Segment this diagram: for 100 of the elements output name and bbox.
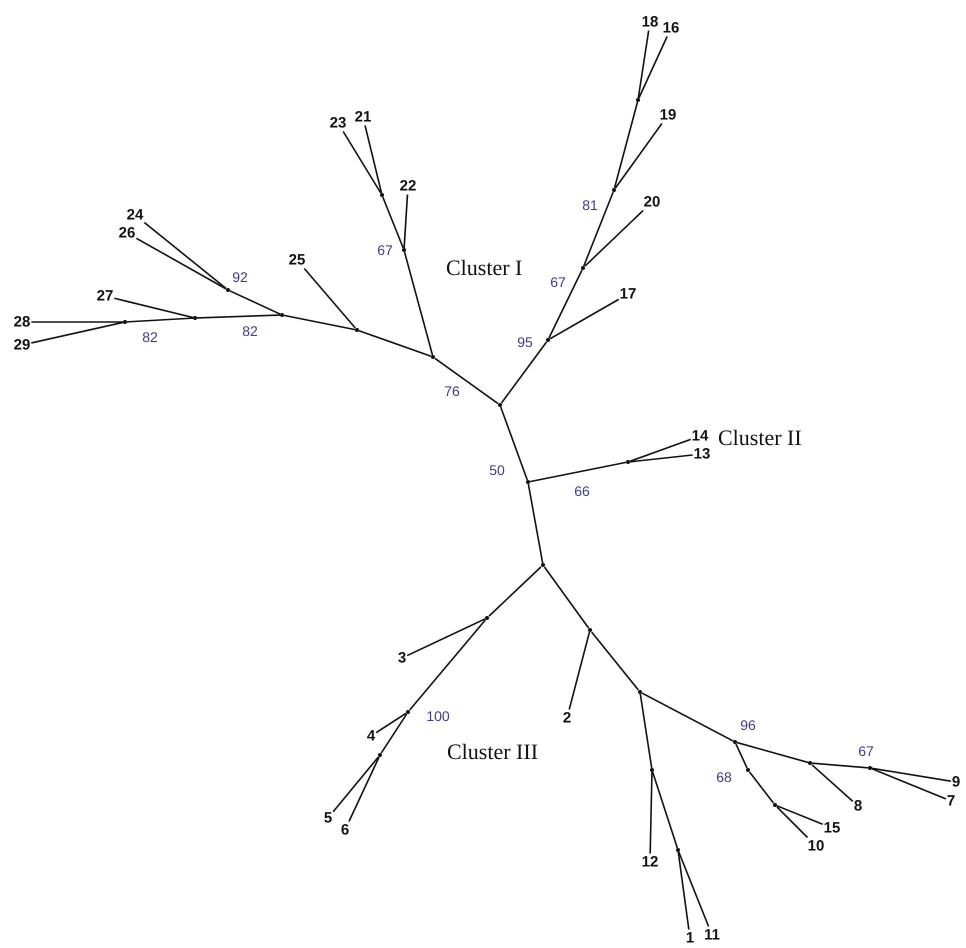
bootstrap-value: 82 [142, 330, 158, 344]
branch-line [114, 298, 194, 318]
leaf-label: 2 [562, 710, 572, 726]
branch-point [431, 355, 435, 359]
branch-line [196, 314, 280, 319]
branch-point [868, 766, 872, 770]
branch-line [652, 772, 678, 848]
branch-point [526, 480, 530, 484]
bootstrap-value: 76 [444, 384, 460, 398]
bootstrap-value: 100 [426, 709, 450, 723]
branch-point [406, 710, 410, 714]
leaf-label: 24 [126, 208, 144, 222]
branch-line [136, 238, 226, 290]
bootstrap-value: 68 [716, 770, 732, 784]
bootstrap-value: 67 [858, 744, 874, 758]
branch-line [677, 852, 690, 930]
branch-line [31, 321, 123, 323]
bootstrap-value: 95 [517, 335, 533, 349]
branch-line [144, 222, 226, 289]
leaf-label: 3 [398, 650, 406, 666]
leaf-label: 9 [952, 774, 960, 790]
branch-line [500, 406, 528, 480]
branch-line [811, 764, 854, 802]
cluster-label: Cluster III [447, 741, 538, 763]
bootstrap-value: 96 [740, 718, 756, 732]
leaf-label: 4 [366, 728, 376, 744]
leaf-label: 16 [662, 20, 680, 36]
leaf-label: 28 [14, 314, 30, 330]
leaf-label: 8 [854, 798, 862, 814]
branch-point [581, 266, 585, 270]
branch-line [872, 768, 946, 800]
branch-point [280, 313, 284, 317]
branch-line [304, 268, 356, 329]
leaf-label: 25 [288, 252, 306, 268]
branch-line [31, 322, 124, 344]
leaf-label: 23 [330, 116, 346, 130]
branch-line [284, 314, 356, 330]
branch-line [584, 210, 644, 267]
branch-line [500, 342, 548, 404]
branch-point [546, 338, 550, 342]
leaf-label: 29 [14, 338, 30, 352]
bootstrap-value: 67 [550, 275, 566, 289]
branch-line [812, 762, 868, 769]
leaf-label: 20 [644, 194, 660, 210]
branch-line [568, 632, 590, 710]
branch-line [872, 768, 951, 782]
branch-point [123, 320, 127, 324]
branch-line [342, 131, 382, 194]
branch-line [630, 438, 691, 462]
branch-line [748, 772, 774, 804]
leaf-label: 1 [686, 930, 694, 946]
leaf-label: 21 [354, 110, 372, 124]
branch-point [808, 761, 812, 765]
branch-line [404, 252, 434, 356]
branch-line [544, 566, 590, 628]
branch-line [583, 192, 614, 266]
branch-line [403, 194, 408, 248]
branch-line [776, 806, 808, 838]
branch-line [409, 619, 486, 711]
branch-line [550, 298, 620, 340]
branch-line [649, 772, 653, 854]
branch-point [638, 690, 642, 694]
branch-point [626, 460, 630, 464]
leaf-label: 10 [808, 838, 824, 854]
branch-line [630, 454, 693, 463]
branch-line [776, 805, 823, 825]
branch-line [376, 712, 406, 734]
bootstrap-value: 81 [582, 198, 598, 212]
leaf-label: 13 [694, 446, 710, 462]
branch-point [193, 316, 197, 320]
branch-line [406, 618, 486, 656]
leaf-label: 14 [692, 428, 708, 444]
branch-point [650, 768, 654, 772]
branch-line [614, 102, 638, 188]
bootstrap-value: 67 [377, 243, 393, 257]
branch-line [348, 756, 380, 822]
branch-line [736, 742, 808, 764]
branch-point [588, 628, 592, 632]
branch-point [226, 288, 230, 292]
branch-line [434, 358, 498, 404]
branch-line [488, 566, 542, 617]
branch-point [773, 803, 777, 807]
leaf-label: 27 [96, 288, 114, 304]
cluster-label: Cluster II [718, 427, 802, 449]
branch-point [541, 563, 545, 567]
branch-point [676, 848, 680, 852]
branch-line [126, 317, 194, 323]
leaf-label: 7 [946, 794, 956, 808]
branch-point [746, 768, 750, 772]
bootstrap-value: 50 [489, 463, 505, 477]
branch-point [380, 193, 384, 197]
leaf-label: 11 [704, 928, 720, 942]
leaf-label: 18 [642, 14, 658, 30]
branch-point [355, 328, 359, 332]
branch-point [498, 403, 502, 407]
branch-point [636, 98, 640, 102]
branch-line [614, 123, 663, 188]
leaf-label: 5 [324, 810, 332, 826]
branch-point [485, 616, 489, 620]
branch-line [380, 714, 408, 754]
